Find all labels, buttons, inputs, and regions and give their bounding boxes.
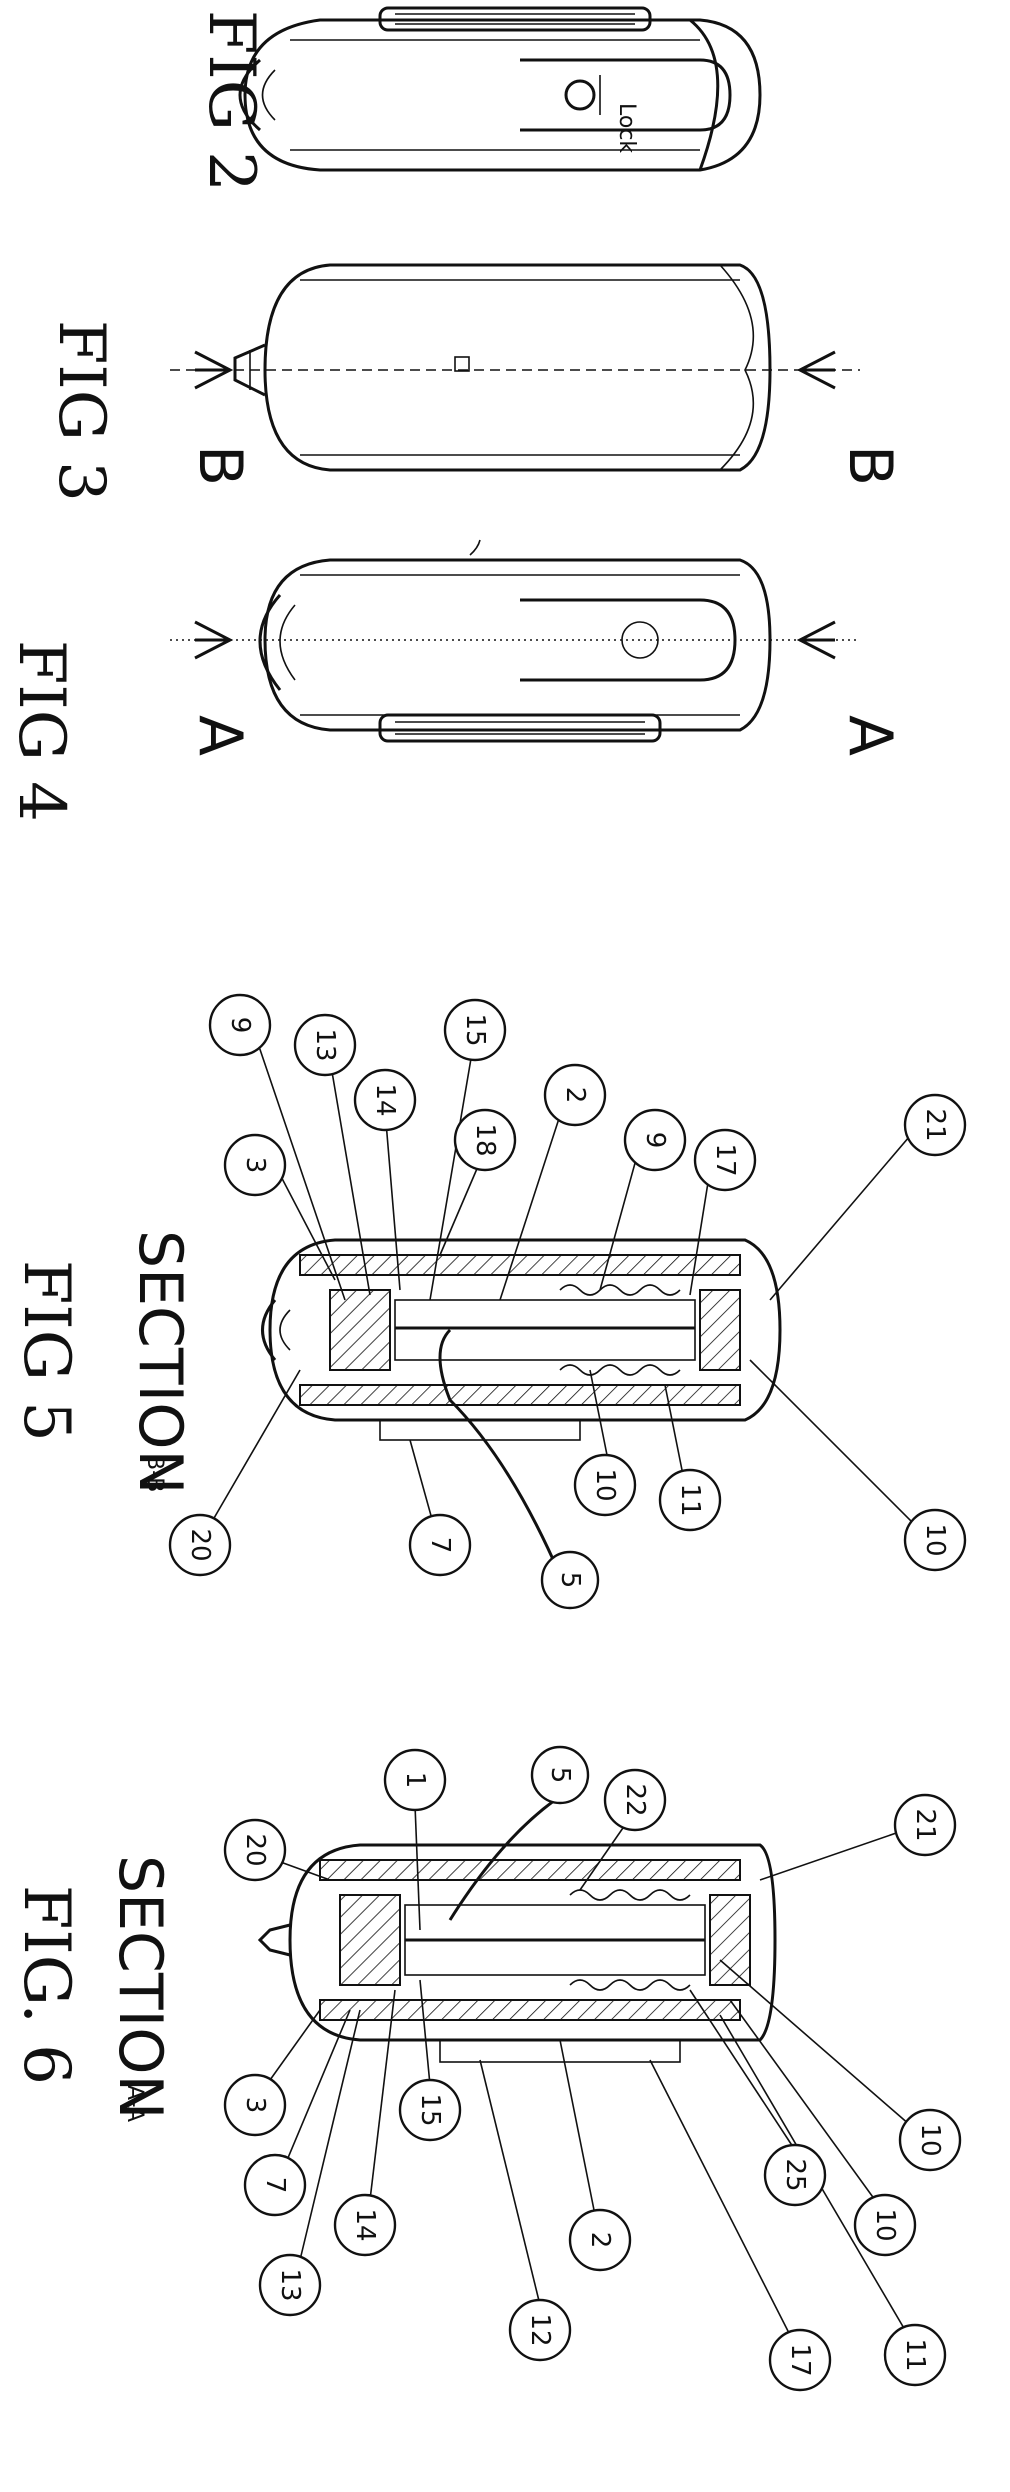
fig6-section-view	[260, 1845, 775, 2062]
callout-fig6-21: 21	[895, 1795, 955, 1855]
callout-fig6-3: 3	[225, 2075, 285, 2135]
svg-text:14: 14	[350, 2208, 380, 2241]
svg-text:17: 17	[785, 2343, 815, 2376]
svg-text:18: 18	[470, 1123, 500, 1156]
callout-fig6-11: 11	[885, 2325, 945, 2385]
callout-fig5-21: 21	[905, 1095, 965, 1155]
section-aa-sub: A-A	[122, 2085, 147, 2122]
callout-fig5-11: 11	[660, 1470, 720, 1530]
svg-text:1: 1	[400, 1772, 430, 1789]
lock-label: Lock	[614, 103, 639, 153]
callout-fig6-12: 12	[510, 2300, 570, 2360]
callout-fig6-14: 14	[335, 2195, 395, 2255]
svg-text:3: 3	[240, 1157, 270, 1174]
svg-text:15: 15	[460, 1013, 490, 1046]
callout-fig5-17: 17	[695, 1130, 755, 1190]
svg-text:20: 20	[185, 1528, 215, 1561]
svg-text:9: 9	[225, 1017, 255, 1034]
svg-text:10: 10	[590, 1468, 620, 1501]
fig2-label: FIG 2	[194, 10, 268, 192]
fig3-label: FIG 3	[44, 320, 118, 502]
callout-fig5-9a: 9	[210, 995, 270, 1055]
fig5-label: FIG 5	[9, 1260, 83, 1442]
callout-fig6-20: 20	[225, 1820, 285, 1880]
callout-fig6-5: 5	[532, 1747, 588, 1803]
callout-fig5-20: 20	[170, 1515, 230, 1575]
svg-text:13: 13	[275, 2268, 305, 2301]
svg-text:5: 5	[545, 1767, 575, 1784]
svg-text:7: 7	[260, 2177, 290, 2194]
section-bb-sub: B-B	[142, 1455, 167, 1492]
fig3-device-view	[170, 265, 860, 470]
callout-fig6-15: 15	[400, 2080, 460, 2140]
callout-fig5-10b: 10	[905, 1510, 965, 1570]
svg-text:9: 9	[640, 1132, 670, 1149]
callout-fig5-7: 7	[410, 1515, 470, 1575]
svg-text:25: 25	[780, 2158, 810, 2191]
svg-text:21: 21	[920, 1108, 950, 1141]
section-mark-b-top: B	[185, 445, 255, 486]
section-mark-b-bottom: B	[835, 445, 905, 486]
section-mark-a-top: A	[185, 715, 255, 756]
svg-text:20: 20	[240, 1833, 270, 1866]
fig4-label: FIG 4	[4, 640, 78, 822]
callout-fig5-5: 5	[542, 1552, 598, 1608]
callout-fig6-13: 13	[260, 2255, 320, 2315]
fig5-callouts: 9 13 15 14 2 18 3 9 17 21 20 7 10 11 10 …	[170, 995, 965, 1608]
svg-text:2: 2	[560, 1087, 590, 1104]
svg-text:21: 21	[910, 1808, 940, 1841]
fig2-device-view	[240, 8, 760, 170]
callout-fig5-10a: 10	[575, 1455, 635, 1515]
svg-text:22: 22	[620, 1783, 650, 1816]
callout-fig5-3: 3	[225, 1135, 285, 1195]
callout-fig5-15: 15	[445, 1000, 505, 1060]
callout-fig6-17: 17	[770, 2330, 830, 2390]
svg-text:10: 10	[915, 2123, 945, 2156]
fig5-section-view	[263, 1240, 781, 1440]
svg-text:2: 2	[585, 2232, 615, 2249]
section-aa-title: SECTION	[105, 1855, 175, 2119]
callout-fig5-13: 13	[295, 1015, 355, 1075]
svg-text:7: 7	[425, 1537, 455, 1554]
fig4-device-view	[170, 540, 860, 741]
svg-text:14: 14	[370, 1083, 400, 1116]
svg-text:10: 10	[870, 2208, 900, 2241]
callout-fig6-2: 2	[570, 2210, 630, 2270]
svg-text:12: 12	[525, 2313, 555, 2346]
callout-fig5-18: 18	[455, 1110, 515, 1170]
callout-fig6-7: 7	[245, 2155, 305, 2215]
callout-fig6-25: 25	[765, 2145, 825, 2205]
fig6-label: FIG. 6	[9, 1885, 83, 2085]
callout-fig6-10b: 10	[855, 2195, 915, 2255]
callout-fig6-10a: 10	[900, 2110, 960, 2170]
svg-text:10: 10	[920, 1523, 950, 1556]
callout-fig6-1: 1	[385, 1750, 445, 1810]
section-mark-a-bottom: A	[835, 715, 905, 756]
callout-fig6-22: 22	[605, 1770, 665, 1830]
callout-fig5-9b: 9	[625, 1110, 685, 1170]
fig6-callouts: 1 20 22 21 5 3 15 10 7 25 14 10 13 2 11 …	[225, 1747, 960, 2390]
svg-text:11: 11	[675, 1483, 705, 1516]
svg-text:3: 3	[240, 2097, 270, 2114]
svg-text:17: 17	[710, 1143, 740, 1176]
svg-text:13: 13	[310, 1028, 340, 1061]
callout-fig5-14: 14	[355, 1070, 415, 1130]
svg-text:11: 11	[900, 2338, 930, 2371]
svg-text:5: 5	[555, 1572, 585, 1589]
callout-fig5-2: 2	[545, 1065, 605, 1125]
svg-text:15: 15	[415, 2093, 445, 2126]
